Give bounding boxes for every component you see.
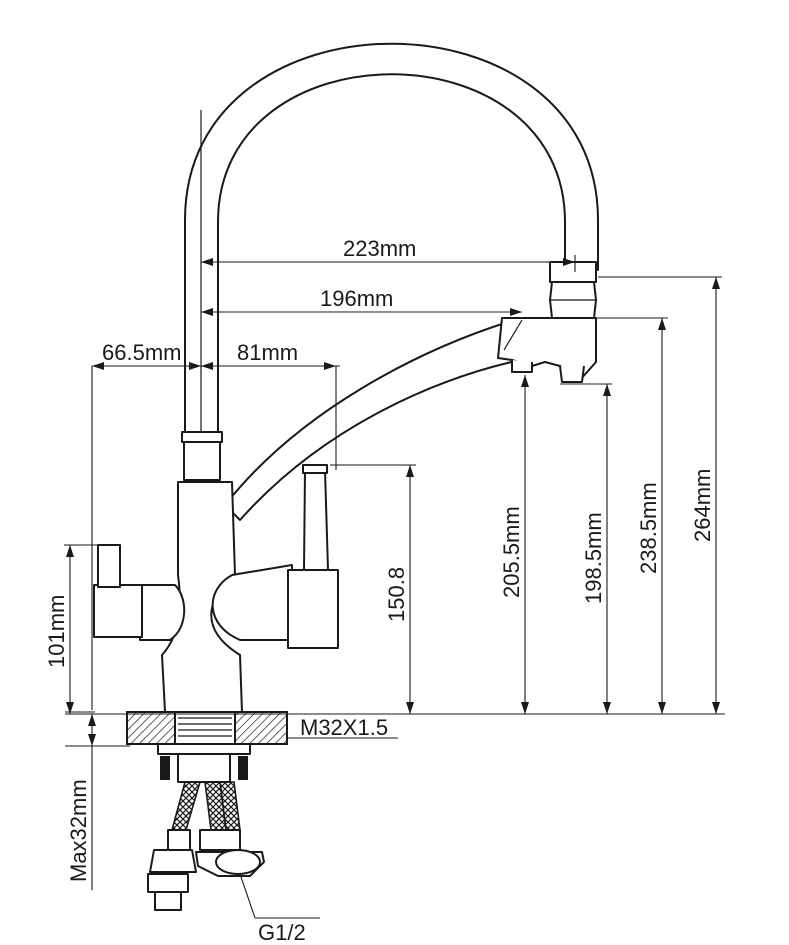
spray-head <box>549 261 597 319</box>
filter-spout <box>224 317 597 521</box>
supply-hoses <box>147 756 265 911</box>
gooseneck-spout <box>181 42 599 710</box>
dimension-lines <box>64 255 725 919</box>
dim-81: 81mm <box>237 340 298 365</box>
dim-205-5: 205.5mm <box>499 506 524 598</box>
faucet-body <box>93 464 339 713</box>
hose-connector-label: G1/2 <box>258 920 306 945</box>
dim-101: 101mm <box>44 595 69 668</box>
dim-238-5: 238.5mm <box>636 482 661 574</box>
dimension-labels: 223mm 196mm 66.5mm 81mm 101mm 150.8 205.… <box>44 236 715 945</box>
dim-150-8: 150.8 <box>384 567 409 622</box>
dim-198-5: 198.5mm <box>581 512 606 604</box>
mounting-deck <box>126 711 288 783</box>
dim-223: 223mm <box>343 236 416 261</box>
dim-max-32: Max32mm <box>66 779 91 882</box>
dim-264: 264mm <box>690 469 715 542</box>
thread-label: M32X1.5 <box>300 715 388 740</box>
dim-66-5: 66.5mm <box>102 340 181 365</box>
dim-196: 196mm <box>320 286 393 311</box>
